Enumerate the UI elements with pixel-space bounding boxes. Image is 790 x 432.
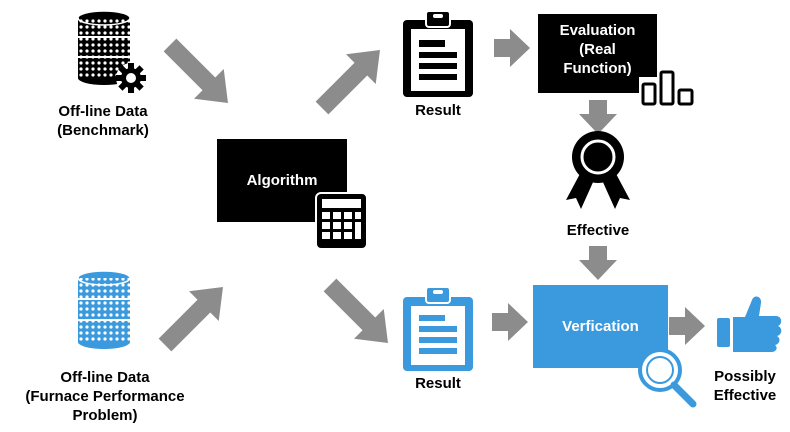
database-gear-icon [77, 10, 146, 93]
offline-benchmark-label: Off-line Data (Benchmark) [18, 102, 188, 140]
possibly-line2: Effective [713, 387, 777, 404]
arrow-furnace-to-algorithm [158, 287, 223, 352]
offline-benchmark-line1: Off-line Data [58, 103, 148, 120]
evaluation-line3: Function) [563, 59, 632, 77]
offline-furnace-line1: Off-line Data [60, 369, 150, 386]
arrow-effective-to-verification [579, 246, 617, 280]
arrow-result-to-evaluation [494, 29, 530, 67]
offline-furnace-line3: Problem) [72, 407, 138, 424]
verification-box-text: Verfication [533, 285, 668, 368]
flow-arrows [158, 29, 705, 352]
result-top-label: Result [415, 102, 461, 119]
effective-label: Effective [566, 222, 630, 239]
evaluation-box [538, 14, 657, 93]
arrow-result-to-verification [492, 303, 528, 341]
arrow-algorithm-to-result-top [315, 50, 380, 115]
evaluation-line1: Evaluation [559, 21, 636, 39]
arrow-benchmark-to-algorithm [163, 38, 228, 103]
offline-furnace-line2: (Furnace Performance [25, 388, 185, 405]
result-bottom-label: Result [415, 375, 461, 392]
calculator-icon [315, 192, 368, 250]
thumbs-up-icon [717, 296, 782, 352]
database-icon [77, 270, 131, 349]
clipboard-icon [403, 286, 473, 371]
magnifier-icon [638, 348, 697, 408]
arrow-verification-to-possibly [669, 307, 705, 345]
algorithm-box-text: Algorithm [217, 139, 347, 222]
evaluation-line2: (Real [579, 40, 616, 58]
award-ribbon-icon [566, 131, 630, 209]
possibly-line1: Possibly [714, 368, 776, 385]
arrow-evaluation-to-effective [579, 100, 617, 134]
possibly-effective-label: Possibly Effective [700, 367, 790, 405]
bar-chart-icon [639, 70, 697, 107]
algorithm-label: Algorithm [246, 172, 318, 189]
verification-label: Verfication [562, 318, 639, 335]
evaluation-box-text: Evaluation (Real Function) [538, 14, 657, 84]
offline-benchmark-line2: (Benchmark) [57, 122, 149, 139]
clipboard-icon [403, 10, 473, 97]
offline-furnace-label: Off-line Data (Furnace Performance Probl… [0, 368, 210, 425]
arrow-algorithm-to-result-bottom [323, 278, 388, 343]
